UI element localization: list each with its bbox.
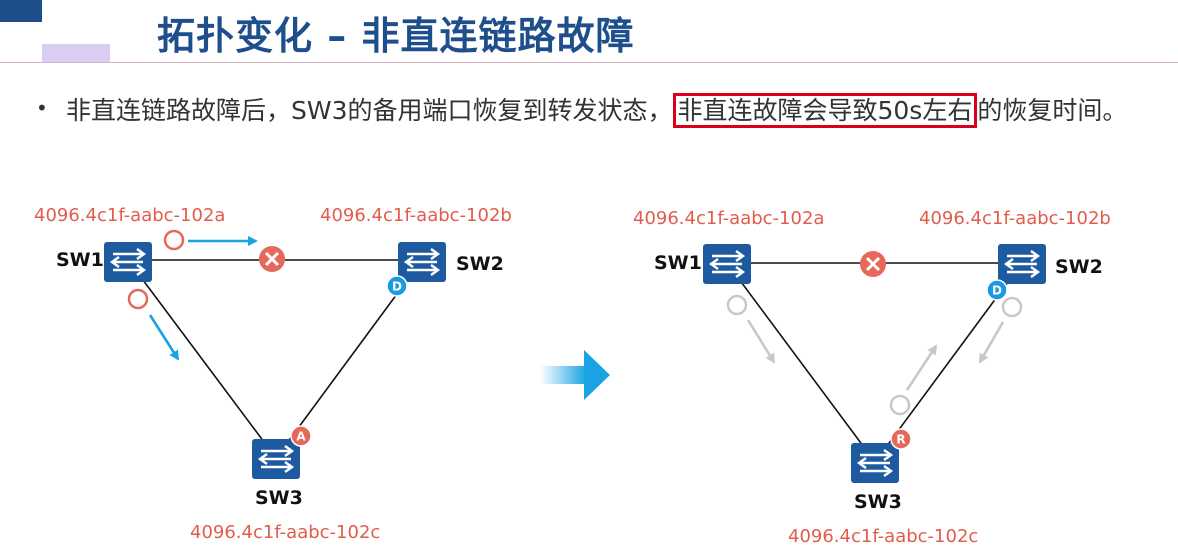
svg-text:A: A — [296, 430, 306, 444]
right-sw3-label: SW3 — [854, 491, 902, 513]
left-bpdu-top — [163, 229, 258, 251]
left-sw1-switch-icon — [102, 240, 154, 284]
svg-text:D: D — [992, 284, 1002, 298]
title-divider — [0, 62, 1178, 63]
bullet-text: 非直连链路故障后，SW3的备用端口恢复到转发状态，非直连故障会导致50s左右的恢… — [66, 88, 1146, 134]
right-link-sw1-sw3 — [726, 262, 876, 463]
right-stale-bpdu-sw1 — [726, 294, 776, 364]
left-sw1-bridge-id: 4096.4c1f-aabc-102a — [34, 205, 225, 226]
svg-text:D: D — [392, 280, 402, 294]
bullet-text-before: 非直连链路故障后，SW3的备用端口恢复到转发状态， — [66, 96, 673, 125]
page-title: 拓扑变化 – 非直连链路故障 — [157, 14, 635, 58]
left-sw3-port-badge: A — [290, 425, 312, 447]
right-sw3-switch-icon — [849, 441, 901, 485]
corner-accent-block — [0, 0, 42, 22]
right-sw3-port-badge: R — [890, 428, 912, 450]
left-sw2-port-badge: D — [386, 275, 408, 297]
left-sw3-switch-icon — [250, 437, 302, 481]
highlight-box: 非直连故障会导致50s左右 — [672, 93, 978, 128]
right-sw3-bridge-id: 4096.4c1f-aabc-102c — [788, 526, 978, 547]
left-bpdu-diagonal — [127, 288, 180, 361]
left-topology: D A SW1 SW2 SW3 4096.4c1f-aabc-102a 4096… — [34, 205, 512, 543]
right-sw1-bridge-id: 4096.4c1f-aabc-102a — [633, 208, 824, 229]
bullet-text-after: 的恢复时间。 — [977, 96, 1128, 125]
right-stale-bpdu-sw2 — [978, 296, 1023, 364]
right-sw2-label: SW2 — [1055, 256, 1103, 278]
right-sw2-switch-icon — [996, 242, 1048, 286]
left-sw1-label: SW1 — [56, 249, 104, 271]
right-topology: D R SW1 SW2 SW3 4096.4c1f-aabc-102a 4096… — [633, 208, 1111, 547]
corner-accent-strip — [42, 44, 110, 62]
right-sw2-bridge-id: 4096.4c1f-aabc-102b — [919, 208, 1111, 229]
left-link-failure-icon — [259, 246, 285, 272]
left-sw2-switch-icon — [396, 240, 448, 284]
right-sw1-label: SW1 — [654, 252, 702, 274]
left-sw2-bridge-id: 4096.4c1f-aabc-102b — [320, 205, 512, 226]
bullet-marker: • — [36, 96, 48, 120]
left-sw3-label: SW3 — [255, 487, 303, 509]
right-stale-bpdu-sw3 — [889, 344, 938, 416]
right-sw1-switch-icon — [701, 242, 753, 286]
svg-text:R: R — [896, 433, 905, 447]
left-link-sw1-sw3 — [127, 259, 277, 459]
transition-arrow-icon — [540, 350, 610, 400]
right-sw2-port-badge: D — [986, 279, 1008, 301]
left-sw3-bridge-id: 4096.4c1f-aabc-102c — [190, 522, 380, 543]
left-sw2-label: SW2 — [456, 253, 504, 275]
right-link-failure-icon — [860, 251, 886, 277]
